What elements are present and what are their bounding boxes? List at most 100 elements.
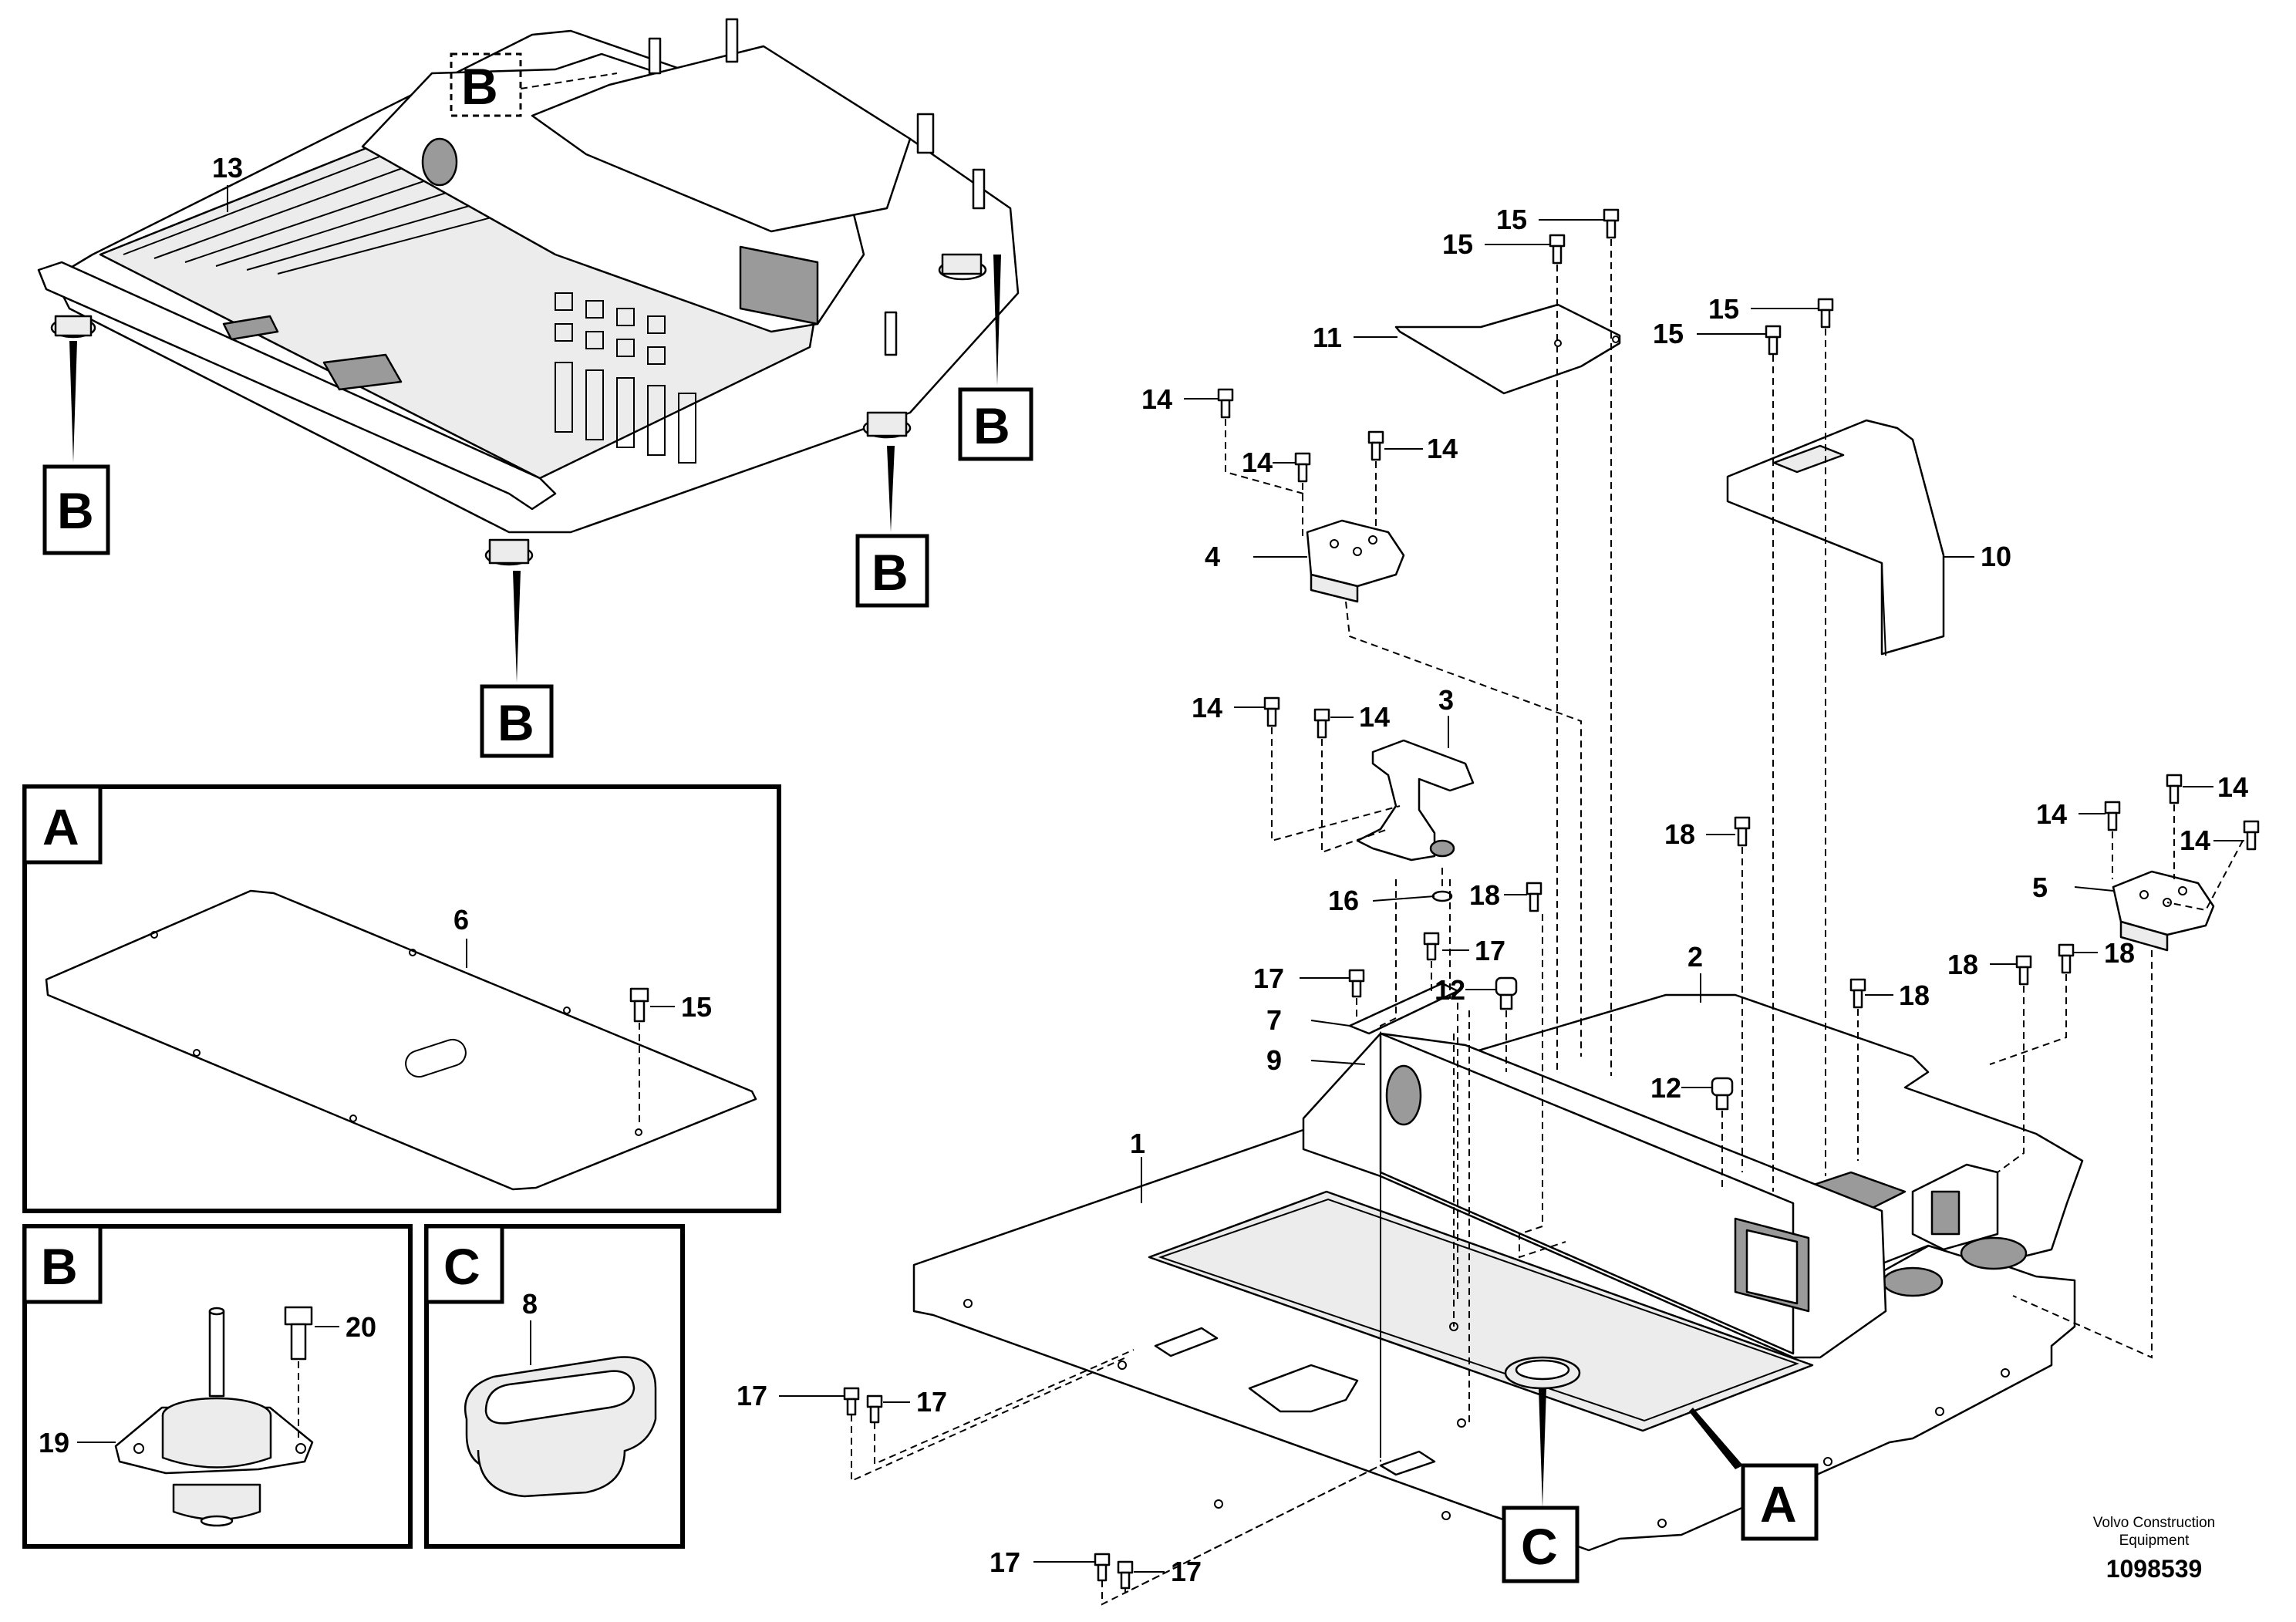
- callout-14-g: 14: [2217, 771, 2248, 803]
- plate-7: [1348, 982, 1459, 1035]
- callout-17-f: 17: [1171, 1556, 1202, 1587]
- floor-mat: [45, 889, 757, 1191]
- callout-9: 9: [1266, 1044, 1282, 1076]
- callout-11: 11: [1313, 322, 1342, 353]
- callout-18-b: 18: [1469, 879, 1500, 911]
- callout-10: 10: [1981, 541, 2011, 572]
- callout-15-a: 15: [1496, 204, 1527, 235]
- callout-17-c: 17: [737, 1380, 767, 1411]
- grille-slots: [555, 292, 696, 464]
- view-a-tag-main-letter: A: [1760, 1475, 1797, 1533]
- isolator-mount-4: [938, 253, 987, 281]
- bolt-set-14: [1217, 388, 2260, 851]
- view-b-tag-left: [42, 464, 110, 555]
- callout-15-c: 15: [1708, 293, 1739, 325]
- callout-17-a: 17: [1475, 935, 1505, 966]
- detail-a-letter: A: [42, 798, 79, 855]
- callout-12-a: 12: [1435, 974, 1465, 1006]
- grommet-8: [464, 1356, 657, 1498]
- callout-14-d: 14: [1192, 692, 1222, 723]
- view-b-tag-right: [855, 534, 929, 608]
- view-a-tag-main: [1741, 1463, 1819, 1541]
- view-b-tag-right-letter: B: [872, 544, 909, 601]
- callout-14-f: 14: [2036, 798, 2067, 830]
- detail-c-letter: C: [443, 1238, 480, 1295]
- credit-line-2: Equipment: [2119, 1533, 2190, 1549]
- credit-line-1: Volvo Construction: [2093, 1515, 2215, 1531]
- drawing-footer: Volvo Construction Equipment 1098539: [2093, 1515, 2215, 1583]
- floor-slot-2: [1379, 1450, 1436, 1476]
- floor-assembly-overview: B B B B B 13: [37, 18, 1033, 758]
- bolt-20: [284, 1306, 313, 1442]
- bolt-set-15: [1549, 208, 1834, 356]
- isolator-mount-3: [862, 411, 912, 439]
- callout-14-a: 14: [1141, 383, 1172, 415]
- grommet-main: [1504, 1356, 1581, 1390]
- callout-14-h: 14: [2180, 824, 2210, 856]
- cover-plate-11: [1394, 303, 1621, 395]
- isolator-mount-1: [50, 315, 96, 339]
- isolator-5: [2112, 870, 2215, 952]
- callout-6: 6: [453, 904, 469, 936]
- assembly-paths: [851, 239, 2244, 1606]
- isolator-mount-2: [484, 538, 534, 566]
- main-exploded-view: C A 15 15 15 15 11 14 14 14 14 14: [737, 204, 2260, 1606]
- floor-slot-1: [1154, 1327, 1219, 1357]
- view-b-tag-bottom: [480, 684, 554, 758]
- callout-8: 8: [522, 1288, 538, 1320]
- callout-17-d: 17: [916, 1386, 947, 1418]
- view-b-tag-far-right: [958, 387, 1033, 461]
- view-b-tag-left-letter: B: [57, 482, 94, 539]
- callout-18-c: 18: [1899, 980, 1930, 1011]
- view-b-reference-box: [450, 52, 522, 117]
- floor-plate-recess: [1248, 1364, 1359, 1413]
- callout-14-e: 14: [1359, 701, 1390, 733]
- callout-19: 19: [39, 1427, 69, 1458]
- cover-10: [1726, 419, 1945, 656]
- callout-5: 5: [2032, 872, 2048, 903]
- view-c-tag-main: [1502, 1506, 1580, 1583]
- washer-16: [1431, 890, 1453, 902]
- callout-15-panel-a: 15: [681, 991, 712, 1023]
- view-b-tag-bottom-letter: B: [497, 694, 534, 751]
- detail-panel-b: B 20 19: [22, 1224, 413, 1549]
- callout-17-e: 17: [990, 1546, 1020, 1578]
- isolator-mount-19: [114, 1307, 314, 1527]
- pointer-b-left: [69, 341, 77, 463]
- detail-b-letter: B: [41, 1238, 78, 1295]
- callout-7: 7: [1266, 1004, 1282, 1036]
- pointer-b-bottom: [513, 571, 521, 683]
- screw-15-panel-a: [629, 987, 649, 1125]
- handle-3: [1356, 739, 1475, 862]
- callout-4: 4: [1205, 541, 1220, 572]
- detail-panel-c: C 8: [424, 1224, 685, 1549]
- callout-17-b: 17: [1253, 963, 1284, 994]
- callout-20: 20: [346, 1311, 376, 1343]
- view-b-reference-letter: B: [461, 58, 498, 115]
- pointer-b-far-right: [993, 255, 1001, 386]
- callout-13: 13: [212, 152, 243, 184]
- pointer-a-main: [1689, 1408, 1743, 1469]
- callout-18-e: 18: [2104, 937, 2135, 969]
- bolt-set-17: [843, 932, 1440, 1590]
- callout-12-b: 12: [1650, 1072, 1681, 1104]
- pointer-b-right: [887, 446, 895, 532]
- detail-panel-a: A 15 6: [22, 784, 781, 1213]
- console-round-opening: [1385, 1064, 1422, 1126]
- callout-16: 16: [1328, 885, 1359, 916]
- callouts: 15 15 15 15 11 14 14 14 14 14 14 14 14: [737, 204, 2248, 1587]
- pointer-c-main: [1539, 1388, 1546, 1508]
- view-c-tag-main-letter: C: [1521, 1518, 1558, 1575]
- callout-15-b: 15: [1442, 228, 1473, 260]
- bolt-set-18: [1526, 816, 2075, 1009]
- drawing-number: 1098539: [2106, 1555, 2203, 1583]
- callout-18-a: 18: [1664, 818, 1695, 850]
- callout-15-d: 15: [1653, 318, 1684, 349]
- callout-14-c: 14: [1427, 433, 1458, 464]
- screw-set-12: [1495, 976, 1734, 1111]
- callout-18-d: 18: [1947, 949, 1978, 980]
- callout-14-b: 14: [1242, 447, 1273, 478]
- callout-3: 3: [1438, 684, 1454, 716]
- view-b-tag-far-right-letter: B: [973, 397, 1010, 454]
